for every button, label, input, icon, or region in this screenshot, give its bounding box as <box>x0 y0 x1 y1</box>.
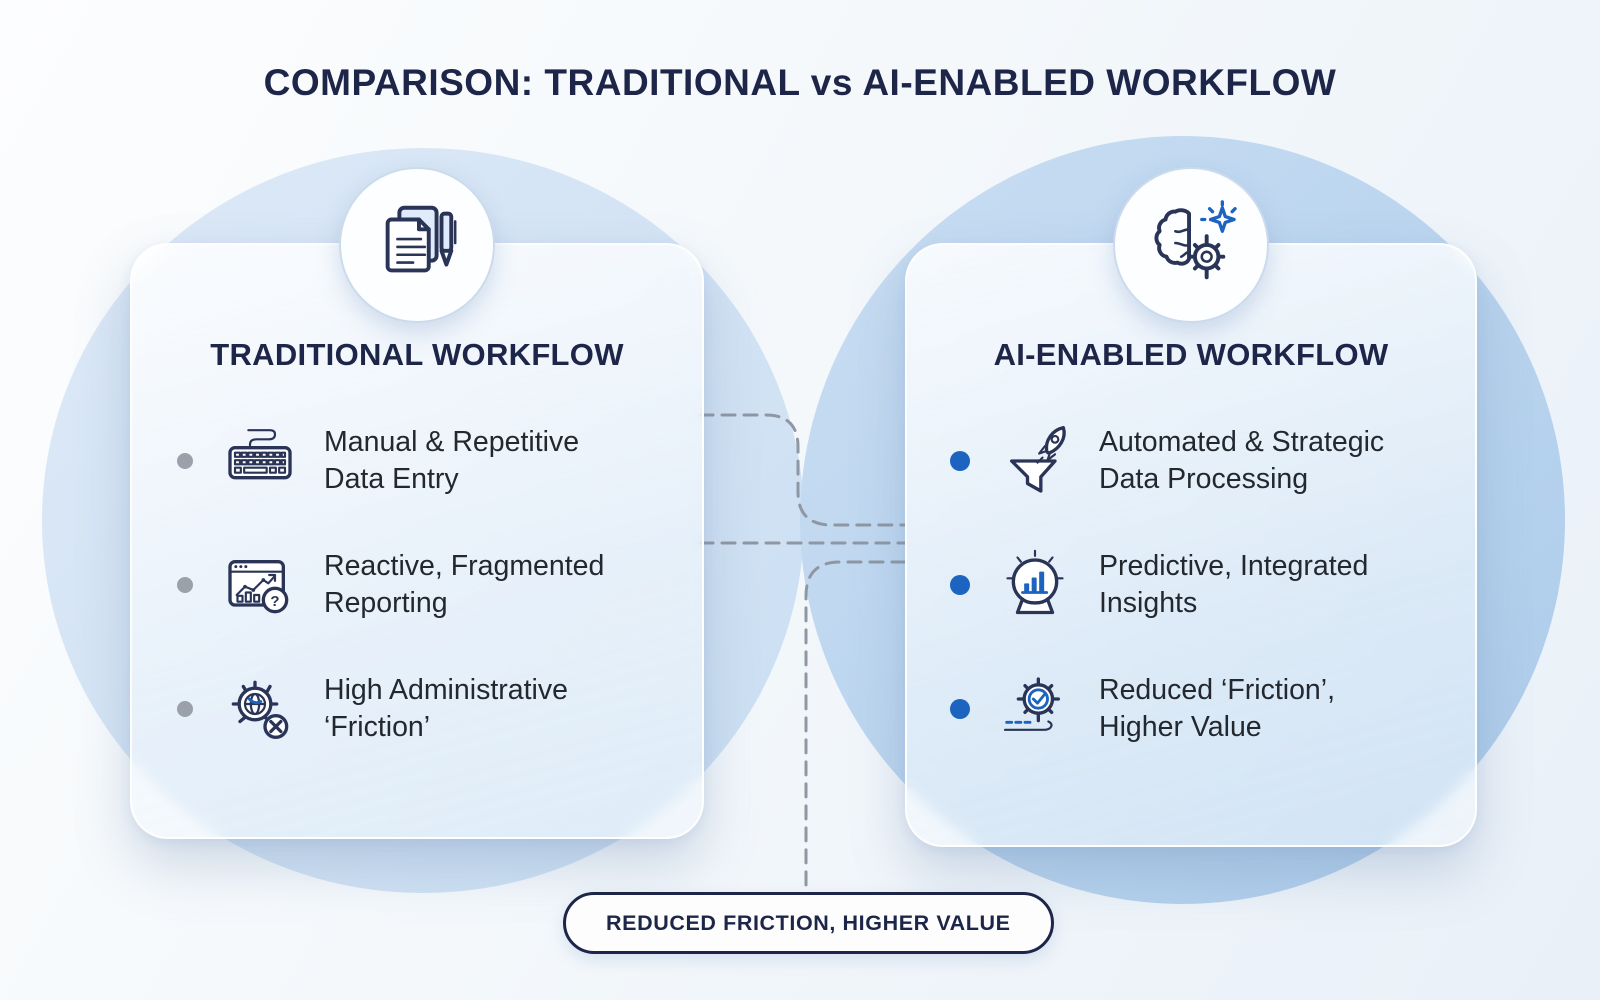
item-label: High Administrative ‘Friction’ <box>324 674 568 743</box>
connector-bottom-to-pill <box>804 560 907 892</box>
traditional-items: Manual & Repetitive Data Entry <box>132 421 702 749</box>
page-title: COMPARISON: TRADITIONAL vs AI-ENABLED WO… <box>263 62 1337 103</box>
item-label: Predictive, Integrated Insights <box>1099 550 1369 619</box>
traditional-badge <box>339 167 495 323</box>
traditional-workflow-card: TRADITIONAL WORKFLOW <box>130 167 704 839</box>
footer-pill: REDUCED FRICTION, HIGHER VALUE <box>563 892 1054 954</box>
rocket-funnel-icon <box>995 421 1075 501</box>
bullet-dot <box>950 699 970 719</box>
report-question-icon: ? <box>220 545 300 625</box>
ai-badge <box>1113 167 1269 323</box>
bullet-dot <box>177 701 193 717</box>
ai-items: Automated & Strategic Data Processing <box>907 421 1475 749</box>
bullet-dot <box>177 577 193 593</box>
item-label: Manual & Repetitive Data Entry <box>324 426 580 495</box>
bullet-dot <box>950 575 970 595</box>
crystal-ball-chart-icon <box>995 545 1075 625</box>
documents-pen-icon <box>370 196 464 295</box>
ai-workflow-card: AI-ENABLED WORKFLOW Automated & Strategi… <box>905 167 1477 847</box>
svg-text:?: ? <box>270 593 279 610</box>
item-label: Automated & Strategic Data Processing <box>1099 426 1385 495</box>
list-item: ? Reactive, Fragmented Reporting <box>174 545 678 625</box>
list-item: Reduced ‘Friction’, Higher Value <box>949 669 1451 749</box>
brain-gear-sparkle-icon <box>1144 196 1238 295</box>
keyboard-icon <box>220 421 300 501</box>
item-label: Reactive, Fragmented Reporting <box>324 550 605 619</box>
list-item: Automated & Strategic Data Processing <box>949 421 1451 501</box>
item-label: Reduced ‘Friction’, Higher Value <box>1099 674 1336 743</box>
list-item: Predictive, Integrated Insights <box>949 545 1451 625</box>
traditional-card-title: TRADITIONAL WORKFLOW <box>210 337 624 372</box>
bullet-dot <box>177 453 193 469</box>
connector-top <box>698 413 907 527</box>
list-item: High Administrative ‘Friction’ <box>174 669 678 749</box>
list-item: Manual & Repetitive Data Entry <box>174 421 678 501</box>
gear-globe-x-icon <box>220 669 300 749</box>
bullet-dot <box>950 451 970 471</box>
gear-check-road-icon <box>995 669 1075 749</box>
ai-card-title: AI-ENABLED WORKFLOW <box>993 337 1389 372</box>
